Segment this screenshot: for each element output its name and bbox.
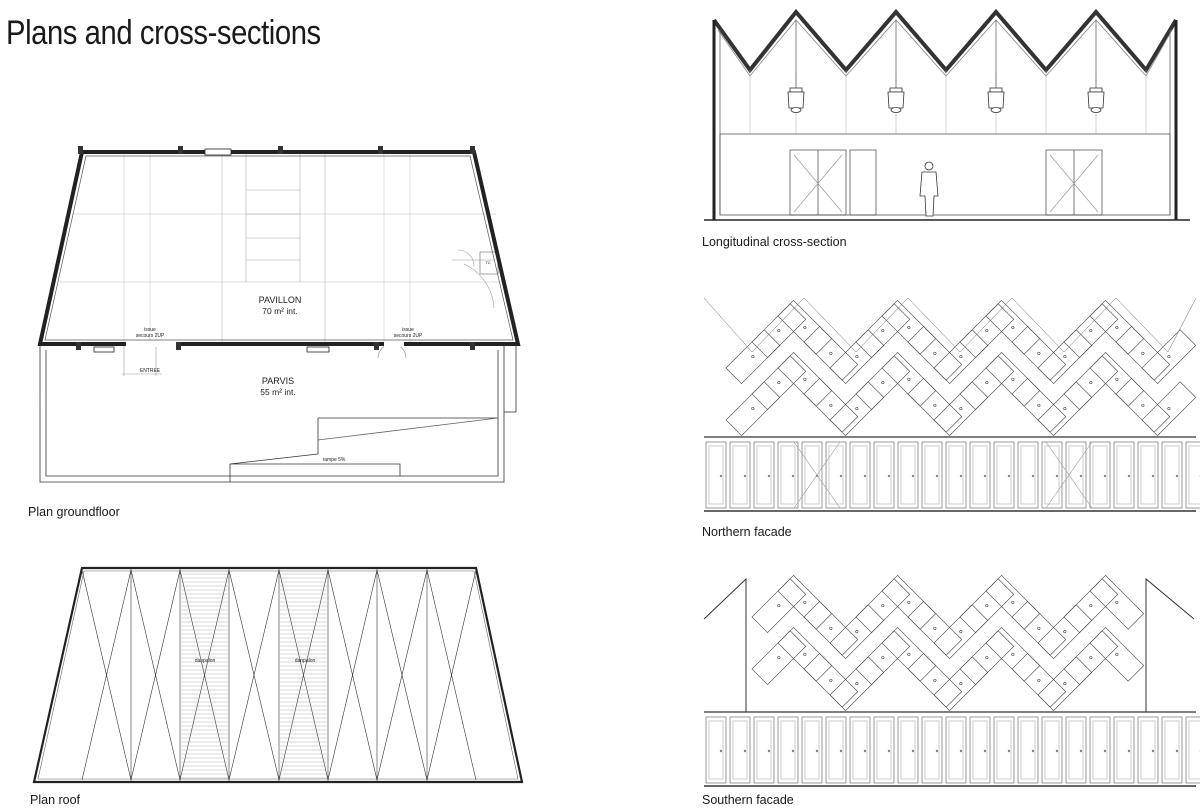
pavillon-label: PAVILLON [259,295,302,305]
longitudinal-section-drawing [704,8,1190,221]
caption-plan-roof: Plan roof [30,793,81,807]
issue-left-label-2: secours 2UP [136,333,165,339]
issue-left-label-1: issue [144,327,156,333]
pavillon-area-label: 70 m² int. [262,306,297,316]
caption-southern-facade: Southern facade [702,793,794,807]
parvis-label: PARVIS [262,376,294,386]
tc-label: TC [485,260,490,265]
caption-longitudinal-section: Longitudinal cross-section [702,235,847,249]
southern-facade-drawing [703,575,1200,787]
rampe-label: rampe 5% [323,457,346,463]
page-title: Plans and cross-sections [6,14,321,52]
parvis-area-label: 55 m² int. [260,387,295,397]
issue-right-label-2: secours 2UP [394,333,423,339]
caption-northern-facade: Northern facade [702,525,792,539]
northern-facade-drawing [703,297,1200,512]
danpalon-label-2: danpalon [295,658,316,664]
danpalon-label-1: danpalon [195,658,216,664]
plan-groundfloor-drawing: PAVILLON 70 m² int. PARVIS 55 m² int. is… [37,146,521,483]
caption-plan-groundfloor: Plan groundfloor [28,505,120,519]
plan-roof-drawing: danpalon danpalon [32,566,524,784]
issue-right-label-1: issue [402,327,414,333]
entree-label: ENTREE [140,368,161,374]
